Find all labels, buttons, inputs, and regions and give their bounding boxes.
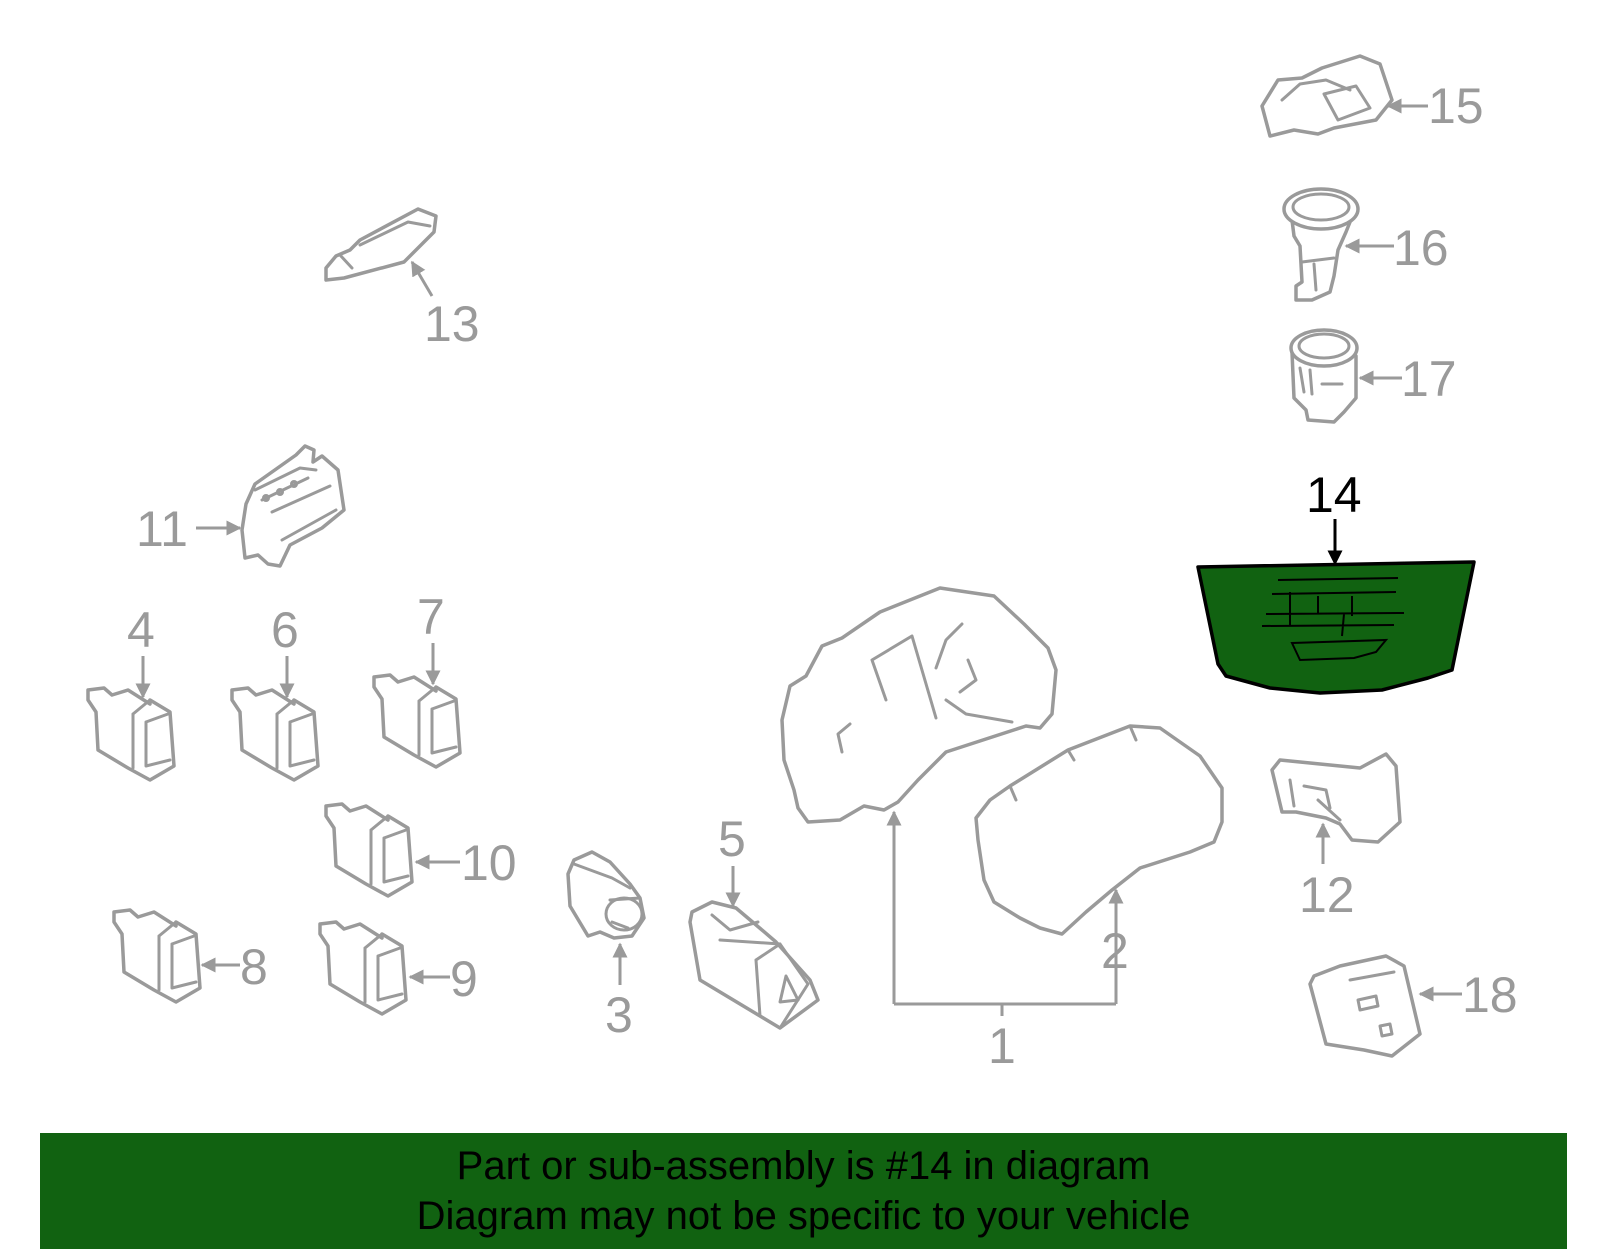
- part-2[interactable]: [974, 724, 1224, 936]
- svg-text:18: 18: [1462, 967, 1518, 1023]
- callout-4: 4: [127, 602, 155, 699]
- part-5[interactable]: [688, 900, 820, 1030]
- part-3[interactable]: [566, 850, 646, 940]
- info-banner: Part or sub-assembly is #14 in diagram D…: [40, 1133, 1567, 1249]
- callout-11: 11: [136, 501, 242, 557]
- svg-text:3: 3: [605, 987, 633, 1043]
- part-13[interactable]: [324, 207, 438, 282]
- part-14-highlighted[interactable]: [1196, 560, 1476, 695]
- svg-text:13: 13: [424, 296, 480, 352]
- banner-background: [40, 1133, 1567, 1249]
- part-4[interactable]: [86, 686, 176, 782]
- callout-18: 18: [1418, 967, 1518, 1023]
- part-6[interactable]: [230, 686, 320, 782]
- part-7[interactable]: [372, 673, 462, 769]
- part-1[interactable]: [780, 586, 1058, 824]
- callout-1: 1: [886, 810, 1124, 1074]
- callout-3: 3: [605, 942, 633, 1043]
- svg-text:9: 9: [450, 951, 478, 1007]
- callout-14: 14: [1306, 467, 1362, 566]
- svg-text:1: 1: [988, 1018, 1016, 1074]
- callout-5: 5: [718, 811, 746, 908]
- svg-text:15: 15: [1428, 78, 1484, 134]
- part-16[interactable]: [1282, 187, 1360, 302]
- part-8[interactable]: [112, 908, 202, 1004]
- part-18[interactable]: [1308, 954, 1422, 1058]
- part-10[interactable]: [324, 802, 414, 898]
- svg-text:4: 4: [127, 602, 155, 658]
- callout-13: 13: [410, 260, 480, 352]
- callout-12: 12: [1299, 822, 1355, 923]
- callout-16: 16: [1344, 220, 1449, 276]
- svg-text:17: 17: [1401, 351, 1457, 407]
- svg-text:10: 10: [461, 835, 517, 891]
- callout-6: 6: [271, 602, 299, 699]
- callout-10: 10: [414, 835, 517, 891]
- svg-text:6: 6: [271, 602, 299, 658]
- svg-text:14: 14: [1306, 467, 1362, 523]
- part-15[interactable]: [1260, 54, 1394, 138]
- svg-text:7: 7: [417, 589, 445, 645]
- callout-2: 2: [1101, 923, 1129, 979]
- part-11[interactable]: [240, 444, 346, 568]
- callout-7: 7: [417, 589, 445, 686]
- part-9[interactable]: [318, 920, 408, 1016]
- callout-8: 8: [200, 939, 268, 995]
- svg-text:16: 16: [1393, 220, 1449, 276]
- banner-line-part: Part or sub-assembly is #14 in diagram: [456, 1144, 1151, 1188]
- svg-text:8: 8: [240, 939, 268, 995]
- part-12[interactable]: [1270, 752, 1402, 844]
- svg-text:11: 11: [136, 501, 188, 557]
- banner-line-disclaimer: Diagram may not be specific to your vehi…: [416, 1194, 1191, 1238]
- callout-17: 17: [1358, 351, 1457, 407]
- callout-9: 9: [408, 951, 478, 1007]
- callout-15: 15: [1386, 78, 1484, 134]
- svg-text:2: 2: [1101, 923, 1129, 979]
- svg-text:12: 12: [1299, 867, 1355, 923]
- svg-text:5: 5: [718, 811, 746, 867]
- part-17[interactable]: [1289, 328, 1359, 424]
